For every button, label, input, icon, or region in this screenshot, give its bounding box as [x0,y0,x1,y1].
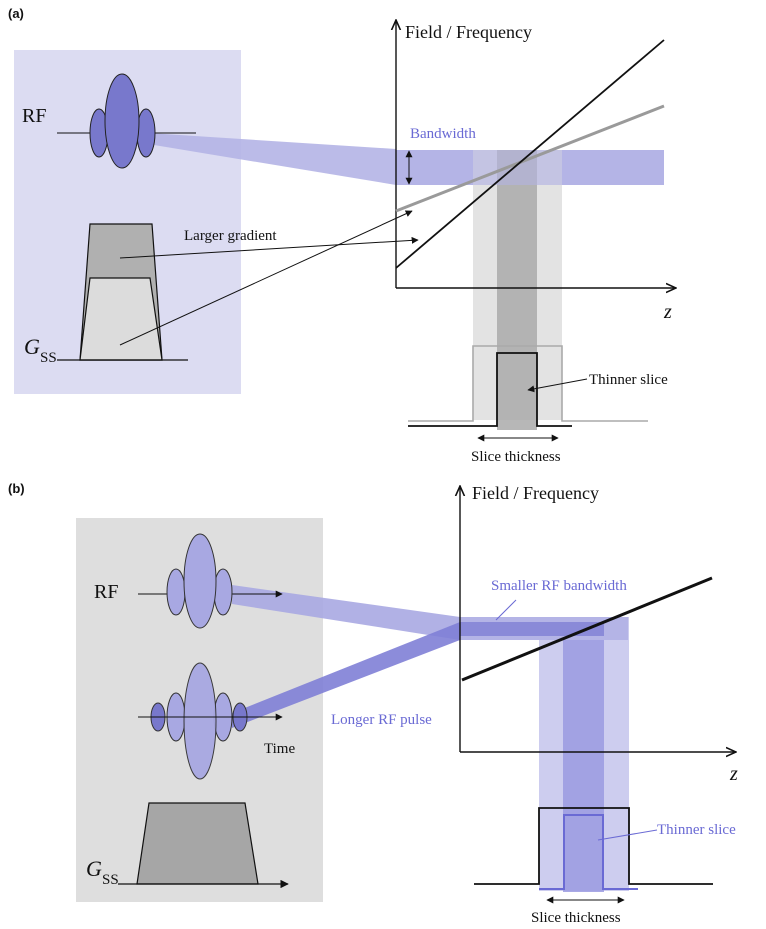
smaller-rf-bandwidth-label: Smaller RF bandwidth [491,578,627,594]
panel-b-thinner-slice-label: Thinner slice [657,822,736,838]
panel-b-thinner-slice-profile [539,814,638,890]
panel-a-x-axis-label: z [663,301,672,323]
panel-a-thinner-slice-label: Thinner slice [589,372,668,388]
longer-pulse-main-lobe [183,662,217,780]
thin-slice-column [497,150,537,430]
panel-a-smaller-gradient-pulse [79,277,163,361]
panel-b-x-axis-label: z [729,763,738,785]
thinner-slice-arrow [527,378,588,393]
panel-b-gss-label-sub: SS [102,872,119,888]
panel-b-rf-side-lobe-right [213,568,233,616]
panel-b-rf-main-lobe [183,533,217,629]
panel-a-rf-side-lobe-right [136,108,156,158]
panel-a: (a) RF G SS Larger gradient Field / Freq… [8,6,676,465]
larger-gradient-arrow-lower [119,210,413,346]
panel-b: (b) RF Time G SS Field / Fre [8,481,738,926]
panel-a-letter: (a) [8,6,24,21]
panel-b-rf-label: RF [94,581,118,603]
smaller-bandwidth-band-inner [460,622,604,636]
smaller-rf-bandwidth-leader [495,599,517,621]
rf-bandwidth-beam [232,585,460,640]
panel-a-shallow-field-line [395,104,665,213]
bandwidth-band-overlay [396,150,664,185]
panel-b-thin-slice-column [563,622,604,892]
larger-gradient-label: Larger gradient [184,228,277,244]
wide-slice-profile [408,345,648,422]
panel-b-letter: (b) [8,481,25,496]
panel-b-wide-slice-profile [474,807,713,885]
panel-a-rf-main-lobe [104,73,140,169]
panel-b-gss-label-main: G [86,856,102,881]
panel-b-slice-thickness-label: Slice thickness [531,910,621,926]
panel-a-y-axis-label: Field / Frequency [405,22,532,42]
panel-a-gss-label-sub: SS [40,350,57,366]
thinner-slice-profile [408,352,572,427]
panel-b-rf-side-lobe-left [166,568,186,616]
panel-b-field-line [461,576,713,682]
panel-a-rf-label: RF [22,105,46,127]
larger-gradient-arrow-upper [119,236,419,259]
panel-a-gss-label-main: G [24,334,40,359]
panel-a-rf-beam [148,133,396,185]
panel-b-thinner-slice-leader [597,829,658,841]
panel-a-slice-thickness-label: Slice thickness [471,449,561,465]
longer-pulse-beam [232,622,460,728]
bandwidth-label: Bandwidth [410,126,476,142]
panel-b-y-axis-label: Field / Frequency [472,483,599,503]
panel-b-gradient-pulse [136,802,259,885]
panel-a-steep-field-line [395,39,665,269]
time-label: Time [264,741,295,757]
longer-rf-pulse-label: Longer RF pulse [331,712,432,728]
